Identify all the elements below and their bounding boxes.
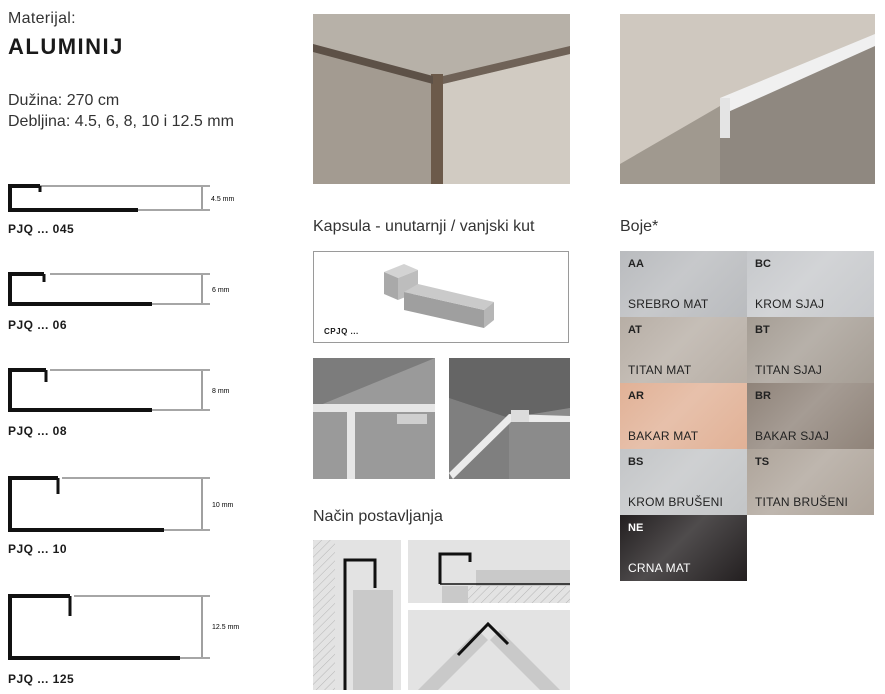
installation-title: Način postavljanja xyxy=(313,508,443,525)
color-swatch: BS KROM BRUŠENI xyxy=(620,449,747,515)
profile-code: PJQ ... 045 xyxy=(8,222,75,236)
swatch-name: TITAN BRUŠENI xyxy=(755,495,849,509)
material-label: Materijal: xyxy=(8,10,76,27)
color-swatch: BC KROM SJAJ xyxy=(747,251,874,317)
material-value: ALUMINIJ xyxy=(8,34,124,59)
swatch-name: BAKAR SJAJ xyxy=(755,429,830,443)
color-swatch: NE CRNA MAT xyxy=(620,515,747,581)
swatch-name: KROM BRUŠENI xyxy=(628,495,724,509)
profile-diagram-10: 10 mm xyxy=(8,476,234,532)
profile-edge-photo xyxy=(620,14,875,184)
profile-code: PJQ ... 10 xyxy=(8,542,68,556)
profile-dim-label: 6 mm xyxy=(212,287,230,294)
profile-code: PJQ ... 06 xyxy=(8,318,68,332)
profile-diagram-045: 4.5 mm xyxy=(8,184,235,212)
profile-code: PJQ ... 125 xyxy=(8,672,75,686)
swatch-name: CRNA MAT xyxy=(628,561,691,575)
swatch-name: TITAN MAT xyxy=(628,363,692,377)
colors-title: Boje* xyxy=(620,218,659,235)
swatch-name: SREBRO MAT xyxy=(628,297,709,311)
profile-dim-label: 4.5 mm xyxy=(211,196,235,203)
capsule-box: CPJQ ... xyxy=(313,251,569,343)
installation-diagram-2 xyxy=(408,540,570,603)
color-swatch: BR BAKAR SJAJ xyxy=(747,383,874,449)
color-swatch: TS TITAN BRUŠENI xyxy=(747,449,874,515)
swatch-code: TS xyxy=(755,456,770,468)
capsule-code: CPJQ ... xyxy=(324,327,359,336)
swatch-code: AT xyxy=(628,324,642,336)
swatch-code: BT xyxy=(755,324,770,336)
installation-diagram-3 xyxy=(408,610,570,690)
color-swatch: AR BAKAR MAT xyxy=(620,383,747,449)
swatch-code: NE xyxy=(628,522,644,534)
length-spec: Dužina: 270 cm xyxy=(8,92,120,109)
profile-dim-label: 8 mm xyxy=(212,388,230,395)
profile-diagram-125: 12.5 mm xyxy=(8,594,239,660)
color-swatch: BT TITAN SJAJ xyxy=(747,317,874,383)
color-swatch: AA SREBRO MAT xyxy=(620,251,747,317)
swatch-name: BAKAR MAT xyxy=(628,429,699,443)
profile-dim-label: 12.5 mm xyxy=(212,624,239,631)
capsule-icon xyxy=(384,264,494,328)
profile-diagram-06: 6 mm xyxy=(8,272,230,306)
profile-code: PJQ ... 08 xyxy=(8,424,68,438)
color-swatch: AT TITAN MAT xyxy=(620,317,747,383)
swatch-name: TITAN SJAJ xyxy=(755,363,823,377)
installation-diagram-1 xyxy=(313,540,401,690)
swatch-code: AR xyxy=(628,390,644,402)
swatch-name: KROM SJAJ xyxy=(755,297,825,311)
capsule-title: Kapsula - unutarnji / vanjski kut xyxy=(313,218,535,235)
capsule-photo-inner xyxy=(313,358,435,479)
swatch-code: BC xyxy=(755,258,771,270)
swatch-code: BS xyxy=(628,456,644,468)
profile-dim-label: 10 mm xyxy=(212,502,234,509)
capsule-photo-outer xyxy=(449,358,570,479)
thickness-spec: Debljina: 4.5, 6, 8, 10 i 12.5 mm xyxy=(8,113,234,130)
swatch-code: AA xyxy=(628,258,644,270)
profile-diagram-08: 8 mm xyxy=(8,368,230,412)
corner-install-photo xyxy=(313,14,570,184)
swatch-code: BR xyxy=(755,390,771,402)
